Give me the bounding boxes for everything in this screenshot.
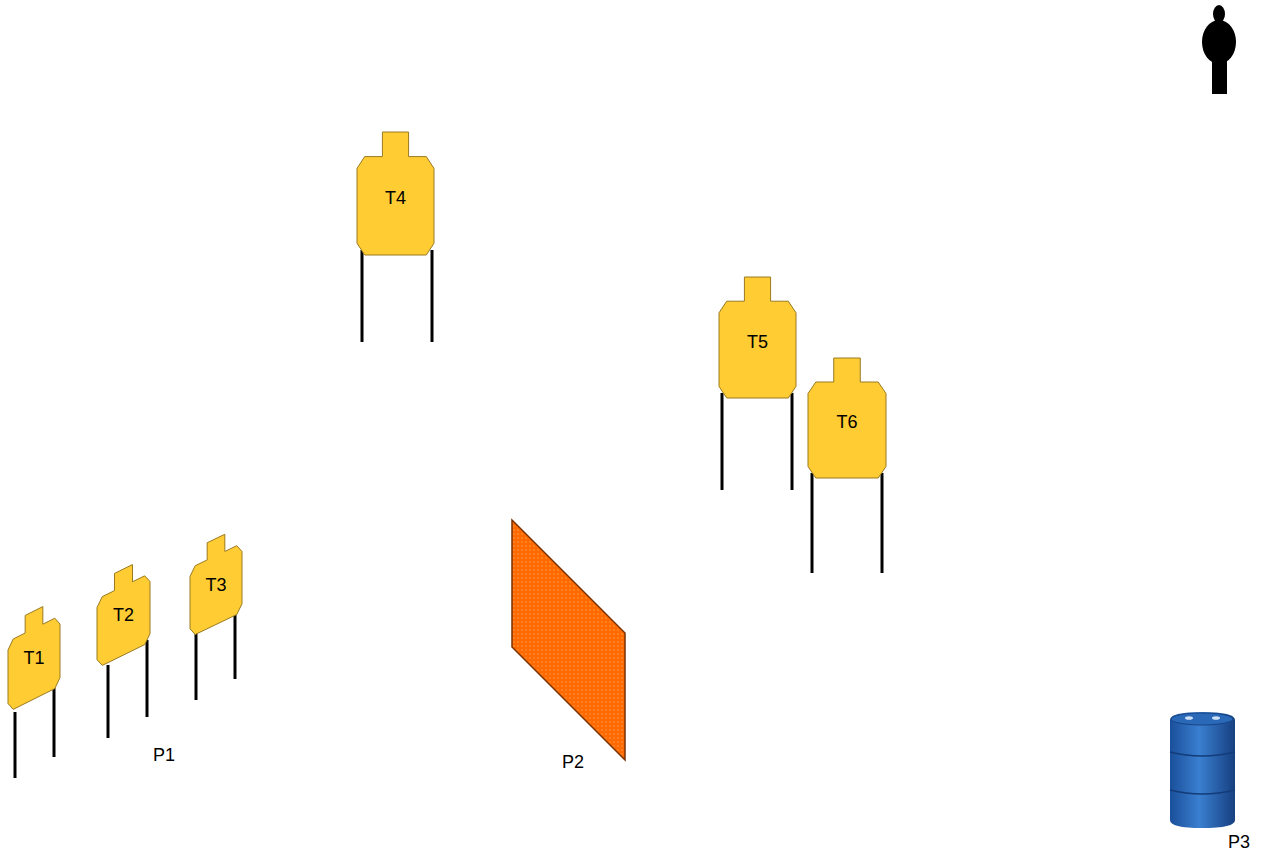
target: T1 [8, 598, 60, 712]
target-number: T6 [836, 412, 857, 433]
target-number: T3 [205, 574, 226, 595]
position-label: P3 [1228, 832, 1250, 853]
shooter-figure [1202, 5, 1236, 94]
target: T6 [808, 358, 886, 478]
target-number: T4 [385, 187, 406, 208]
target-number: T1 [23, 648, 44, 669]
target: T5 [719, 277, 796, 398]
target: T2 [97, 556, 150, 668]
barrel [1170, 712, 1235, 828]
position-label: P1 [153, 745, 175, 766]
target-number: T2 [113, 605, 134, 626]
target-number: T5 [747, 331, 768, 352]
target: T3 [190, 526, 242, 637]
target: T4 [357, 132, 434, 255]
orange-panel [512, 520, 625, 760]
target-legs [15, 250, 882, 778]
position-label: P2 [562, 752, 584, 773]
